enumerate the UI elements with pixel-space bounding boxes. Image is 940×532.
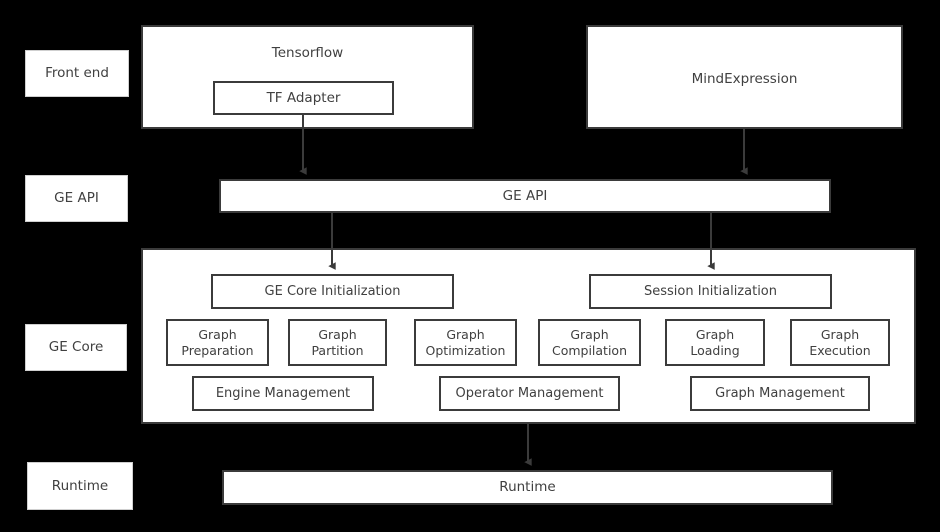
module-graph-partition[interactable]: Graph Partition xyxy=(288,319,387,366)
module-graph-loading[interactable]: Graph Loading xyxy=(665,319,765,366)
module-graph-preparation[interactable]: Graph Preparation xyxy=(166,319,269,366)
management-graph[interactable]: Graph Management xyxy=(690,376,870,411)
mindexpression-title: MindExpression xyxy=(691,71,798,87)
tensorflow-title: Tensorflow xyxy=(271,45,344,61)
layer-label-front-end: Front end xyxy=(25,50,129,97)
mindexpression-frame: MindExpression xyxy=(586,25,903,129)
module-graph-compilation[interactable]: Graph Compilation xyxy=(538,319,641,366)
layer-label-ge-api: GE API xyxy=(25,175,128,222)
runtime-bar[interactable]: Runtime xyxy=(222,470,833,505)
session-initialization-box[interactable]: Session Initialization xyxy=(589,274,832,309)
layer-label-ge-core: GE Core xyxy=(25,324,127,371)
management-operator[interactable]: Operator Management xyxy=(439,376,620,411)
module-graph-execution[interactable]: Graph Execution xyxy=(790,319,890,366)
management-engine[interactable]: Engine Management xyxy=(192,376,374,411)
ge-api-bar[interactable]: GE API xyxy=(219,179,831,213)
module-graph-optimization[interactable]: Graph Optimization xyxy=(414,319,517,366)
tf-adapter-box[interactable]: TF Adapter xyxy=(213,81,394,115)
ge-core-initialization-box[interactable]: GE Core Initialization xyxy=(211,274,454,309)
layer-label-runtime: Runtime xyxy=(27,462,133,510)
